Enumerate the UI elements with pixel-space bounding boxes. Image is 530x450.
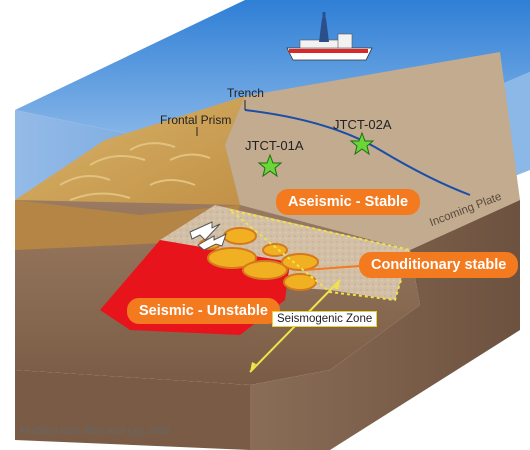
crust-bottom-left [15, 370, 250, 450]
star-icon-site-1 [257, 153, 283, 178]
seismogenic-zone-label: Seismogenic Zone [272, 311, 378, 327]
frontal-prism-label: Frontal Prism [160, 113, 232, 127]
frontal-prism-top [15, 96, 245, 215]
seismogenic-zone-outline [229, 209, 412, 302]
aseismic-stable-label: Aseismic - Stable [276, 189, 421, 215]
star-icon-site-2 [349, 131, 375, 156]
site-label-jtct-01a: JTCT-01A [245, 138, 304, 153]
conditionary-stable-label: Conditionary stable [359, 252, 519, 278]
arrow-head-top [334, 280, 340, 290]
site-label-jtct-02a: JTCT-02A [333, 117, 392, 132]
conditionary-leader [304, 265, 361, 271]
ocean-top-face [15, 0, 530, 170]
prism-ridges [59, 142, 211, 201]
arrow-head-bottom [250, 362, 256, 372]
trench-line [244, 109, 471, 196]
slip-arrows-icon [189, 221, 227, 251]
source-credit: Modified from Bilek and Lay, 2002 [20, 426, 171, 437]
drill-ship-icon [286, 12, 373, 61]
seismic-unstable-label: Seismic - Unstable [127, 298, 280, 324]
trench-label: Trench [227, 86, 264, 100]
